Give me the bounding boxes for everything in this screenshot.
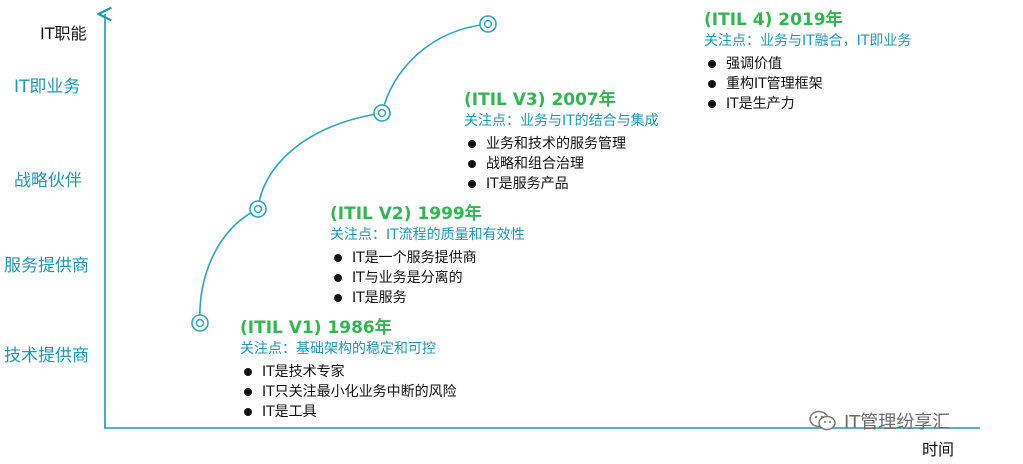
bullet-icon — [468, 140, 476, 148]
bullet-icon — [708, 100, 716, 108]
evolution-curve — [199, 23, 489, 324]
era-title: (ITIL V3) 2007年 — [464, 90, 616, 110]
era-title: (ITIL V1) 1986年 — [240, 318, 392, 338]
era-focus: 关注点：基础架构的稳定和可控 — [240, 341, 436, 357]
milestone-marker-v3 — [373, 104, 391, 122]
watermark-text: IT管理纷享汇 — [844, 412, 951, 433]
bullet-icon — [708, 80, 716, 88]
list-item: 业务和技术的服务管理 — [464, 134, 659, 154]
era-title: (ITIL 4) 2019年 — [704, 10, 843, 30]
y-axis-title: IT职能 — [40, 24, 87, 43]
bullet-icon — [244, 388, 252, 396]
list-item: IT只关注最小化业务中断的风险 — [240, 382, 457, 402]
bullet-icon — [244, 408, 252, 416]
bullet-icon — [334, 254, 342, 262]
era-itil-v2: (ITIL V2) 1999年 关注点：IT流程的质量和有效性 IT是一个服务提… — [330, 204, 525, 308]
milestone-marker-v4 — [479, 15, 497, 33]
list-item: 强调价值 — [704, 54, 911, 74]
era-focus: 关注点：业务与IT融合，IT即业务 — [704, 33, 912, 49]
bullet-icon — [468, 180, 476, 188]
wechat-icon — [809, 410, 836, 431]
list-item: IT与业务是分离的 — [330, 268, 525, 288]
list-item: IT是服务产品 — [464, 174, 659, 194]
y-level-it-as-business: IT即业务 — [14, 77, 81, 97]
bullet-icon — [468, 160, 476, 168]
y-level-strategic-partner: 战略伙伴 — [14, 171, 82, 191]
list-item: IT是生产力 — [704, 94, 911, 114]
bullet-icon — [334, 274, 342, 282]
era-title: (ITIL V2) 1999年 — [330, 204, 482, 224]
era-itil-v1: (ITIL V1) 1986年 关注点：基础架构的稳定和可控 IT是技术专家 I… — [240, 318, 457, 422]
era-itil-4: (ITIL 4) 2019年 关注点：业务与IT融合，IT即业务 强调价值 重构… — [704, 10, 911, 114]
era-focus: 关注点：IT流程的质量和有效性 — [330, 227, 525, 243]
y-level-service-provider: 服务提供商 — [4, 256, 89, 276]
list-item: IT是工具 — [240, 402, 457, 422]
list-item: 重构IT管理框架 — [704, 74, 911, 94]
y-level-tech-provider: 技术提供商 — [4, 346, 89, 366]
watermark: IT管理纷享汇 — [808, 408, 950, 434]
x-axis-title: 时间 — [922, 440, 955, 459]
era-points: 业务和技术的服务管理 战略和组合治理 IT是服务产品 — [464, 134, 659, 194]
list-item: 战略和组合治理 — [464, 154, 659, 174]
list-item: IT是技术专家 — [240, 362, 457, 382]
bullet-icon — [708, 60, 716, 68]
era-focus: 关注点：业务与IT的结合与集成 — [464, 113, 659, 129]
era-points: IT是一个服务提供商 IT与业务是分离的 IT是服务 — [330, 248, 525, 308]
bullet-icon — [334, 294, 342, 302]
bullet-icon — [244, 368, 252, 376]
list-item: IT是服务 — [330, 288, 525, 308]
list-item: IT是一个服务提供商 — [330, 248, 525, 268]
era-points: IT是技术专家 IT只关注最小化业务中断的风险 IT是工具 — [240, 362, 457, 422]
era-points: 强调价值 重构IT管理框架 IT是生产力 — [704, 54, 911, 114]
milestone-marker-v2 — [249, 200, 267, 218]
era-itil-v3: (ITIL V3) 2007年 关注点：业务与IT的结合与集成 业务和技术的服务… — [464, 90, 659, 194]
milestone-marker-v1 — [191, 314, 209, 332]
